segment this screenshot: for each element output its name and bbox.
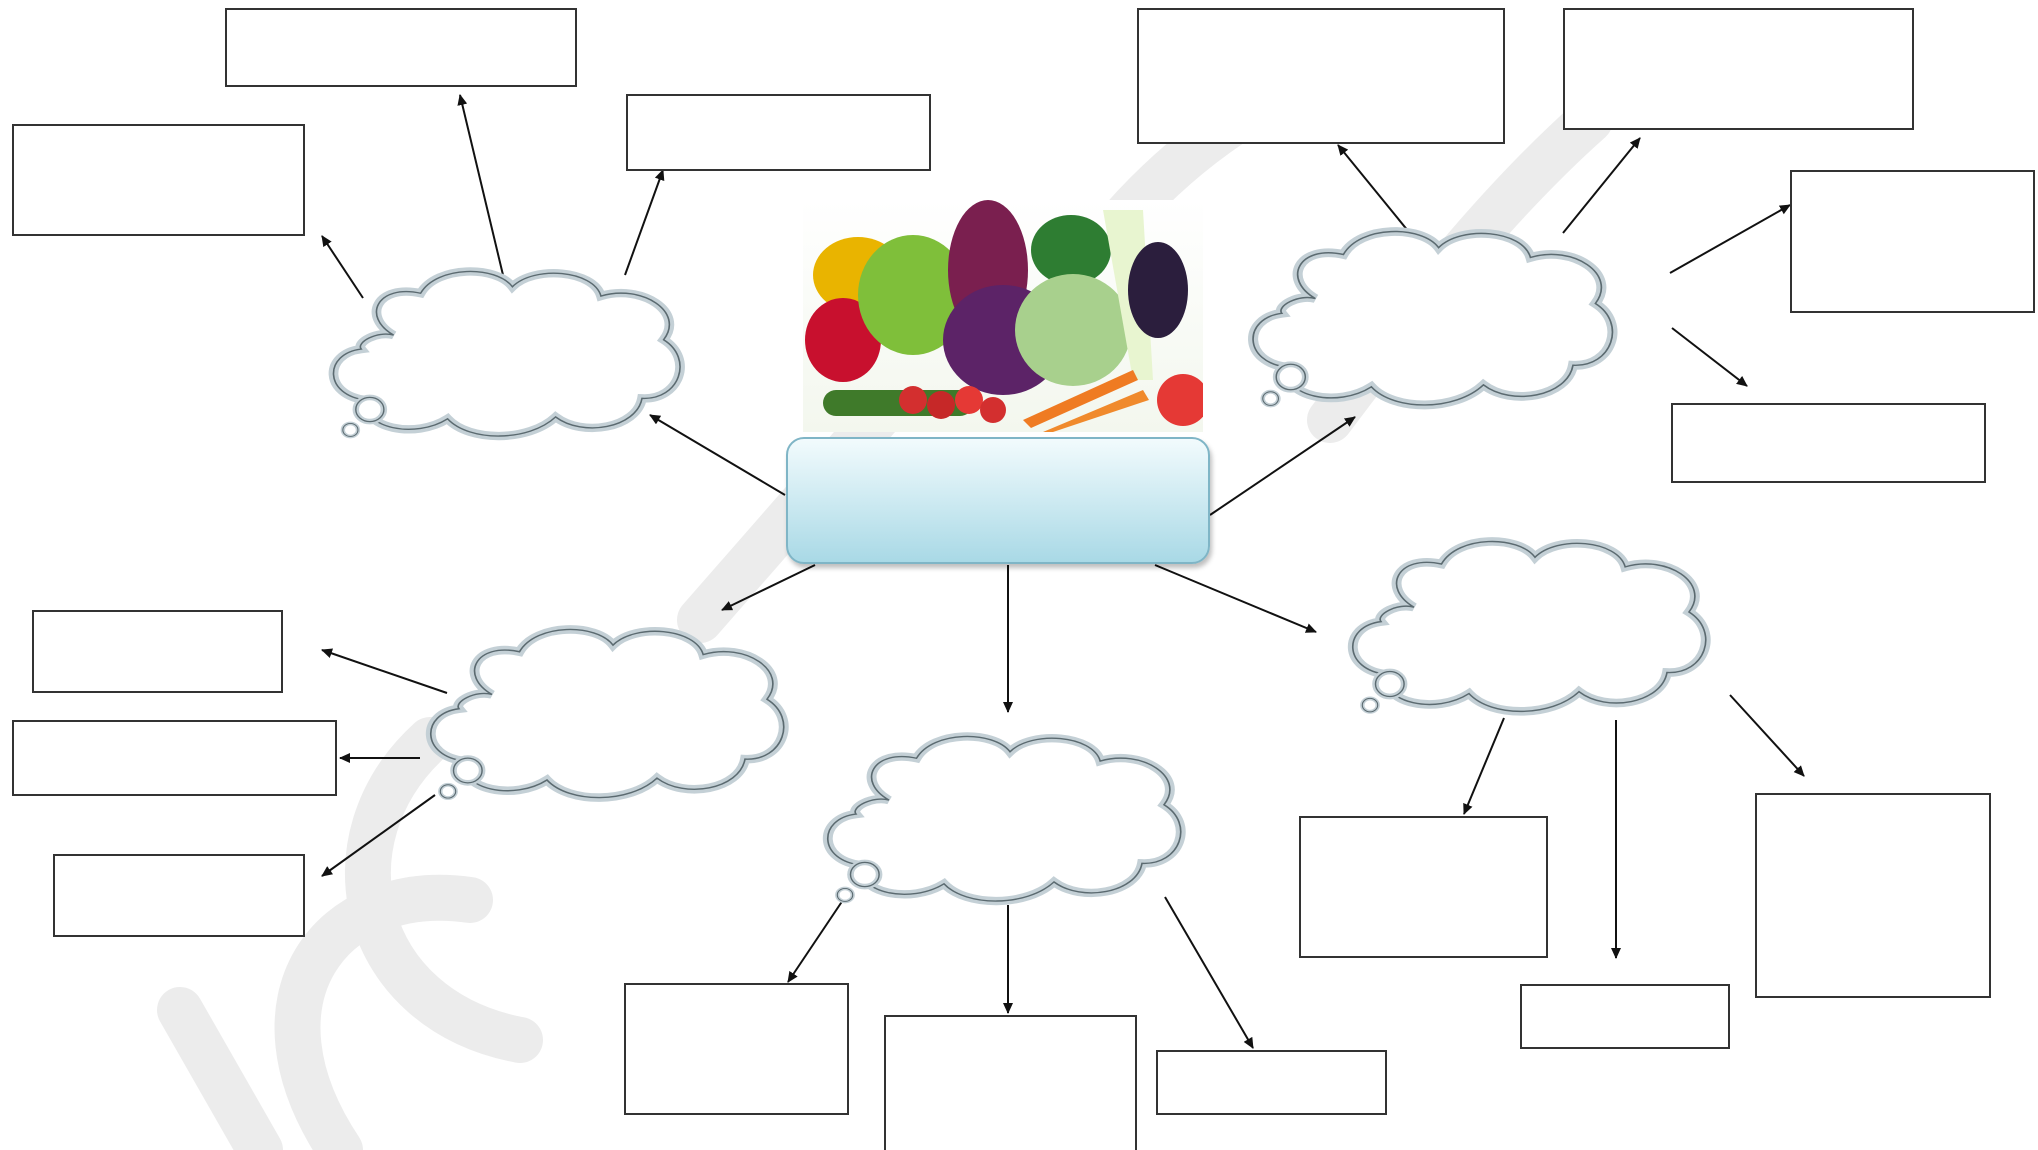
box-f3 — [53, 854, 305, 937]
arrow-center-to-foods — [721, 564, 816, 611]
box-n3 — [1790, 170, 2035, 313]
arrow-center-to-names — [1209, 416, 1356, 516]
arrow-names-to-n4 — [1671, 327, 1748, 387]
cloud-growing — [380, 320, 630, 420]
box-f1 — [32, 610, 283, 693]
cloud-foods — [480, 675, 730, 775]
box-n4 — [1671, 403, 1986, 483]
box-g2 — [225, 8, 577, 87]
box-b3 — [1156, 1050, 1387, 1115]
arrow-growing-to-g1 — [321, 235, 364, 299]
box-g3 — [626, 94, 931, 171]
arrow-growing-to-g2 — [457, 94, 504, 276]
box-f2 — [12, 720, 337, 796]
box-n1 — [1137, 8, 1505, 144]
cloud-benefits — [880, 775, 1140, 875]
arrow-traits-to-t3 — [1729, 694, 1805, 777]
arrow-center-to-traits — [1154, 564, 1317, 633]
vegetable-photo — [803, 200, 1203, 432]
arrow-center-to-growing — [649, 414, 786, 496]
arrow-foods-to-f1 — [321, 648, 448, 694]
center-node — [786, 437, 1210, 564]
title — [820, 0, 1100, 24]
box-b1 — [624, 983, 849, 1115]
arrow-names-to-n3 — [1669, 204, 1791, 274]
cloud-traits — [1405, 585, 1665, 690]
box-g1 — [12, 124, 305, 236]
arrow-traits-to-t1 — [1463, 717, 1505, 815]
arrow-names-to-n1 — [1337, 144, 1414, 238]
box-n2 — [1563, 8, 1914, 130]
arrow-foods-to-f3 — [321, 794, 436, 877]
arrow-benefits-to-b3 — [1164, 896, 1254, 1049]
box-t2 — [1520, 984, 1730, 1049]
cloud-names — [1305, 280, 1575, 390]
box-t3 — [1755, 793, 1991, 998]
box-b2 — [884, 1015, 1137, 1150]
arrow-growing-to-g3 — [624, 169, 665, 276]
arrow-benefits-to-b1 — [787, 896, 846, 983]
arrow-names-to-n2 — [1562, 137, 1641, 234]
box-t1 — [1299, 816, 1548, 958]
